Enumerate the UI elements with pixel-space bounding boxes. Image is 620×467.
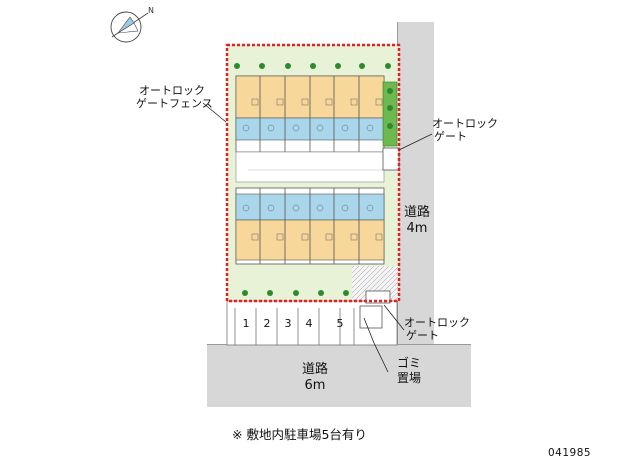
road-south <box>207 344 471 407</box>
garbage-station <box>359 305 383 329</box>
road-east-label: 道路 4m <box>400 205 434 237</box>
walkway <box>235 151 385 183</box>
road-east-name: 道路 <box>403 205 430 220</box>
hedge-east <box>382 81 398 147</box>
label-autolock-gate-upper: オートロック ゲート <box>432 117 498 143</box>
label-autolock-gate-upper-line1: オートロック <box>432 117 498 130</box>
building-upper <box>235 75 385 153</box>
label-autolock-gate-lower-line2: ゲート <box>406 329 439 342</box>
trees <box>234 63 393 296</box>
label-autolock-gate-lower-line1: オートロック <box>404 316 470 329</box>
building-lower <box>235 187 385 265</box>
label-autolock-gate-lower: オートロック ゲート <box>404 316 470 342</box>
label-autolock-fence: オートロック ゲートフェンス <box>136 84 213 110</box>
parking-space-5: 5 <box>336 317 344 330</box>
road-south-label: 道路 6m <box>295 362 335 394</box>
label-autolock-fence-line2: ゲートフェンス <box>136 97 213 110</box>
parking-space-2: 2 <box>263 317 271 330</box>
parking-note: ※ 敷地内駐車場5台有り <box>232 427 367 442</box>
road-south-name: 道路 <box>301 362 328 377</box>
listing-code: 041985 <box>548 447 592 459</box>
road-east <box>398 22 434 344</box>
svg-text:N: N <box>148 6 154 15</box>
site-boundary <box>225 43 401 303</box>
north-arrow-icon: N <box>110 6 154 43</box>
label-autolock-fence-line1: オートロック <box>139 84 205 97</box>
road-south-width: 6m <box>304 378 326 393</box>
leader-lines <box>202 102 433 373</box>
label-garbage-line1: ゴミ <box>396 356 421 370</box>
parking-space-1: 1 <box>242 317 250 330</box>
road-east-width: 4m <box>406 221 428 236</box>
label-garbage: ゴミ 置場 <box>394 356 424 386</box>
label-garbage-line2: 置場 <box>396 371 421 385</box>
parking-space-3: 3 <box>284 317 292 330</box>
autolock-gate-upper-structure <box>382 147 400 171</box>
label-autolock-gate-upper-line2: ゲート <box>434 130 467 143</box>
parking-space-4: 4 <box>305 317 313 330</box>
parking-dividers <box>234 308 355 345</box>
